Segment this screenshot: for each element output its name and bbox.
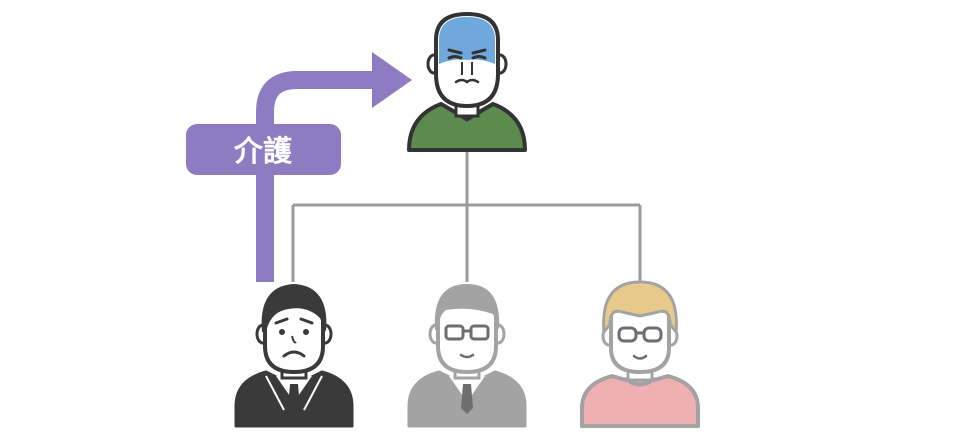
care-label-text: 介護 (233, 134, 293, 168)
caregiver-nose (291, 335, 297, 344)
elderly-parent-pale-head (439, 17, 495, 64)
caregiver-tie (288, 384, 300, 414)
care-arrow-head (372, 52, 412, 108)
caregiver-child-icon (234, 284, 354, 428)
sibling-tie (461, 384, 473, 414)
elderly-parent-eye-left (447, 55, 463, 60)
elderly-parent-eye-right (471, 55, 487, 60)
caregiver-eyebrow-right (299, 317, 314, 325)
care-label-background (186, 124, 341, 175)
caregiver-lapels (265, 375, 323, 411)
youngest-hair (602, 280, 678, 334)
youngest-mouth (632, 354, 648, 360)
caregiver-eye-right (303, 329, 309, 335)
elderly-parent-nose (461, 62, 473, 75)
youngest-sibling-icon (580, 280, 700, 428)
elderly-parent-collar (440, 102, 494, 122)
elderly-parent-eyebrow-left (447, 48, 463, 55)
sibling-hair (434, 284, 500, 330)
caregiver-eyebrow-left (274, 317, 289, 325)
caregiver-hair (261, 284, 327, 332)
caregiver-eye-left (279, 329, 285, 335)
care-label-badge: 介護 (186, 124, 341, 175)
caregiver-frown (282, 350, 306, 358)
family-tree-connectors (291, 152, 642, 282)
elderly-parent-eyebrow-right (471, 48, 487, 55)
care-arrow-shaft (256, 71, 378, 282)
elderly-parent-icon (407, 11, 527, 152)
elderly-parent-mouth (454, 78, 480, 84)
care-arrow (256, 52, 412, 282)
sibling-mouth (459, 353, 475, 359)
sibling-icon (407, 284, 527, 428)
